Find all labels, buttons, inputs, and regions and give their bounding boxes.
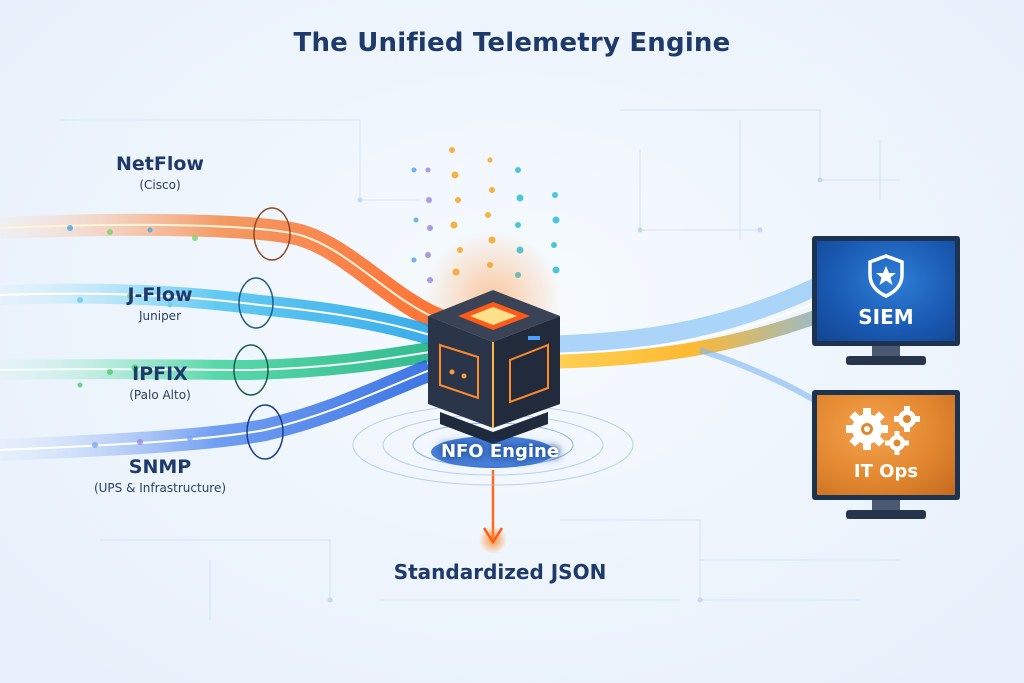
monitor-stand (872, 346, 900, 358)
source-vendor: (UPS & Infrastructure) (93, 481, 227, 495)
monitor-base (846, 356, 926, 365)
source-snmp: SNMP (UPS & Infrastructure) (60, 456, 260, 495)
source-ipfix: IPFIX (Palo Alto) (60, 363, 260, 402)
flow-jflow (0, 277, 433, 345)
shield-star-icon (868, 254, 904, 298)
flow-netflow (0, 207, 445, 331)
engine-label-plate (431, 436, 555, 468)
source-name: IPFIX (132, 363, 188, 385)
output-label: Standardized JSON (393, 560, 607, 584)
monitor-base (846, 510, 926, 519)
source-name: NetFlow (116, 153, 204, 175)
flow-output (519, 271, 863, 413)
destination-siem: SIEM (812, 236, 960, 368)
itops-screen: IT Ops (812, 390, 960, 500)
monitor-stand (872, 500, 900, 512)
arrow-down-icon (479, 470, 507, 554)
source-vendor: Juniper (138, 309, 182, 323)
engine-label: NFO Engine (440, 441, 560, 462)
source-jflow: J-Flow Juniper (60, 284, 260, 323)
siem-label: SIEM (858, 305, 914, 329)
itops-label: IT Ops (853, 461, 919, 482)
processor-cube-icon (423, 230, 563, 444)
destination-itops: IT Ops (812, 390, 960, 522)
source-netflow: NetFlow (Cisco) (60, 153, 260, 192)
page-title: The Unified Telemetry Engine (293, 28, 731, 58)
source-vendor: (Cisco) (139, 178, 181, 192)
source-name: J-Flow (127, 284, 193, 306)
source-vendor: (Palo Alto) (129, 388, 191, 402)
siem-screen: SIEM (812, 236, 960, 346)
gears-icon (846, 406, 920, 455)
source-name: SNMP (128, 456, 192, 478)
flow-ipfix (0, 342, 432, 396)
